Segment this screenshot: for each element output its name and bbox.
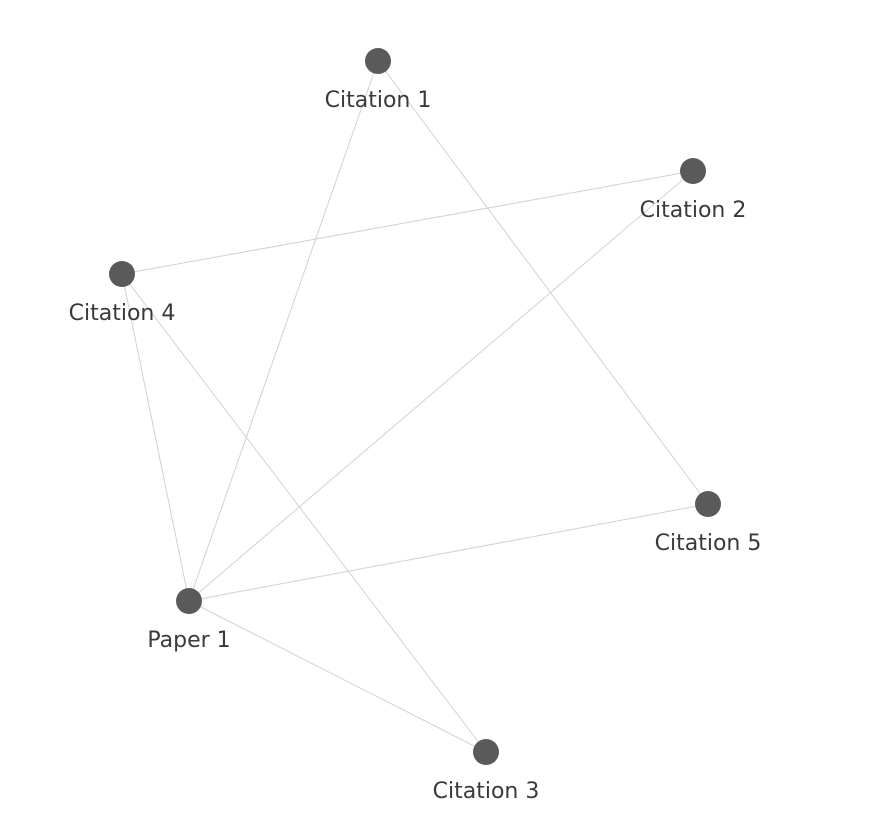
node-circle-c4[interactable] bbox=[109, 261, 135, 287]
edge-c4-c2 bbox=[121, 170, 694, 275]
edge-paper1-c5 bbox=[188, 503, 709, 602]
edge-c4-c3 bbox=[121, 273, 487, 753]
node-layer: Paper 1 Citation 1 Citation 2 Citation 3 Cit… bbox=[69, 48, 762, 804]
edge-layer bbox=[121, 60, 709, 753]
node-circle-c1[interactable] bbox=[365, 48, 391, 74]
node-label-c1: Citation 1 bbox=[325, 88, 432, 113]
node-paper1[interactable]: Paper 1 bbox=[147, 588, 231, 653]
node-c3[interactable]: Citation 3 bbox=[433, 739, 540, 804]
node-circle-c3[interactable] bbox=[473, 739, 499, 765]
node-circle-paper1[interactable] bbox=[176, 588, 202, 614]
node-circle-c2[interactable] bbox=[680, 158, 706, 184]
node-circle-c5[interactable] bbox=[695, 491, 721, 517]
node-c2[interactable]: Citation 2 bbox=[640, 158, 747, 223]
edge-paper1-c2 bbox=[188, 170, 694, 602]
node-c5[interactable]: Citation 5 bbox=[655, 491, 762, 556]
node-label-c2: Citation 2 bbox=[640, 198, 747, 223]
node-label-paper1: Paper 1 bbox=[147, 628, 230, 653]
node-label-c3: Citation 3 bbox=[433, 779, 540, 804]
edge-paper1-c1 bbox=[188, 60, 379, 602]
edge-paper1-c3 bbox=[188, 600, 487, 753]
edge-paper1-c4 bbox=[121, 273, 190, 602]
node-c1[interactable]: Citation 1 bbox=[325, 48, 432, 113]
node-label-c5: Citation 5 bbox=[655, 531, 762, 556]
edge-c1-c5 bbox=[377, 60, 709, 505]
node-c4[interactable]: Citation 4 bbox=[69, 261, 176, 326]
node-label-c4: Citation 4 bbox=[69, 301, 176, 326]
